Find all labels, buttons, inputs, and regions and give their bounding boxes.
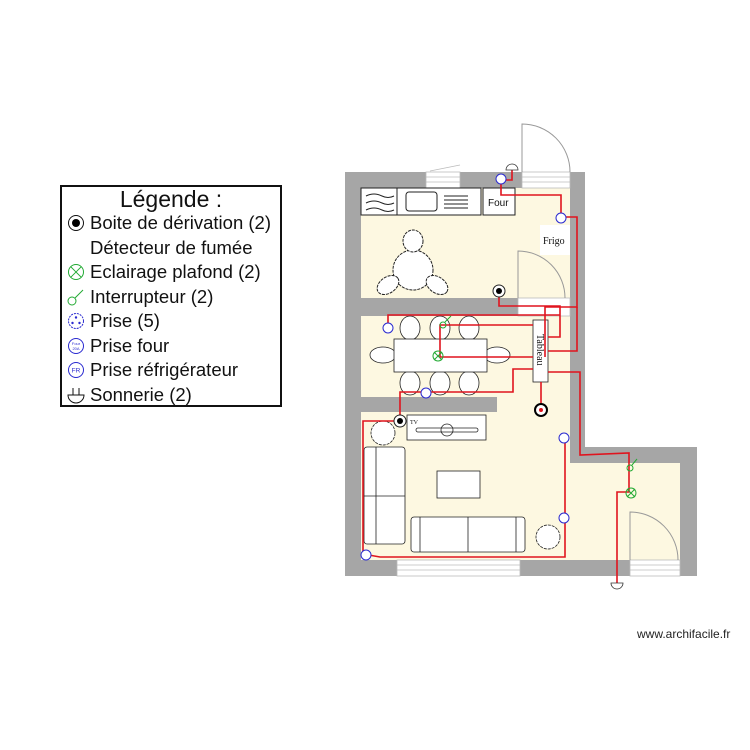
doors: [517, 123, 679, 561]
credit-watermark: www.archifacile.fr: [637, 627, 731, 641]
fridge-outlet-icon: FR: [62, 359, 90, 381]
entrance-door: [521, 123, 571, 173]
svg-text:20A: 20A: [72, 346, 79, 351]
panel-label: Tableau: [534, 334, 545, 366]
lights-switches: [432, 315, 638, 499]
legend: Légende : Boite de dérivation (2) Détect…: [60, 185, 282, 407]
svg-text:FR: FR: [72, 368, 81, 375]
doorbell-icon: [62, 384, 90, 406]
legend-item-switch: Interrupteur (2): [62, 285, 280, 310]
hall-opening: [568, 463, 588, 508]
coffee-table: [436, 470, 481, 499]
wiring: [362, 170, 630, 583]
dining-furniture: [369, 315, 549, 396]
fridge-outlet: [555, 212, 567, 224]
legend-item-outlet: Prise (5): [62, 309, 280, 334]
smoke-detector-icon: [62, 237, 90, 259]
svg-text:Four: Four: [72, 341, 81, 346]
legend-item-doorbell: Sonnerie (2): [62, 383, 280, 408]
ceiling-light-icon: [62, 261, 90, 283]
living-furniture: [363, 414, 561, 553]
kitchen-furniture: [360, 187, 570, 296]
legend-item-smoke-detector: Détecteur de fumée: [62, 236, 280, 261]
legend-item-ceiling-light: Eclairage plafond (2): [62, 260, 280, 285]
oven-outlet: [495, 173, 507, 185]
kitchen-door: [517, 250, 566, 299]
living-opening: [497, 396, 570, 413]
smoke-or-bell-top: [505, 163, 624, 590]
outlet: [382, 322, 394, 334]
legend-title: Légende :: [119, 186, 223, 212]
legend-item-junction-box: Boite de dérivation (2): [62, 211, 280, 236]
switch-icon: [62, 286, 90, 308]
fridge-label: Frigo: [543, 236, 565, 247]
junction-box-icon: [62, 212, 90, 234]
outlet: [558, 432, 570, 444]
outlets: [360, 173, 570, 561]
junction-boxes: [393, 284, 548, 428]
outlet-icon: [62, 310, 90, 332]
hall-door: [629, 511, 679, 561]
legend-item-fridge-outlet: FR Prise réfrigérateur: [62, 358, 280, 383]
hall-floor: [570, 463, 680, 560]
outlet: [558, 512, 570, 524]
windows: [396, 164, 681, 577]
outlet: [420, 387, 432, 399]
tv-label: TV: [410, 420, 419, 426]
sofa-left: [363, 446, 406, 545]
oven: [482, 187, 516, 216]
outlet: [360, 549, 372, 561]
fridge: [540, 225, 570, 255]
oven-label: Four: [488, 198, 509, 209]
